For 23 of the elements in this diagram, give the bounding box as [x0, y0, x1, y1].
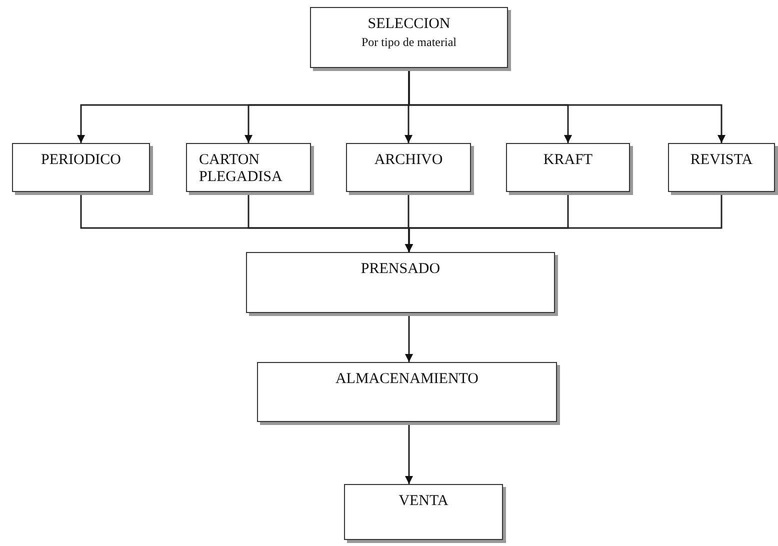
process-box — [186, 143, 311, 192]
arrow — [405, 192, 722, 252]
box-label: CARTON PLEGADISA — [199, 152, 284, 186]
process-box — [246, 252, 555, 313]
process-box — [257, 362, 557, 422]
arrow — [405, 313, 413, 362]
box-label: VENTA — [398, 493, 450, 510]
box-label: ALMACENAMIENTO — [334, 371, 480, 388]
box-label: ARCHIVO — [373, 152, 444, 169]
box-label: SELECCION — [366, 16, 452, 33]
process-box — [346, 143, 471, 192]
box-label: KRAFT — [542, 152, 594, 169]
box-subtitle: Por tipo de material — [360, 35, 458, 50]
process-box — [668, 143, 775, 192]
box-label: PRENSADO — [360, 261, 442, 278]
arrow — [408, 68, 726, 143]
process-box — [506, 143, 630, 192]
arrow — [405, 422, 413, 484]
box-label: PERIODICO — [40, 152, 122, 169]
process-box — [344, 484, 503, 540]
box-label: REVISTA — [689, 152, 754, 169]
process-box — [310, 7, 508, 68]
process-box — [12, 143, 150, 192]
